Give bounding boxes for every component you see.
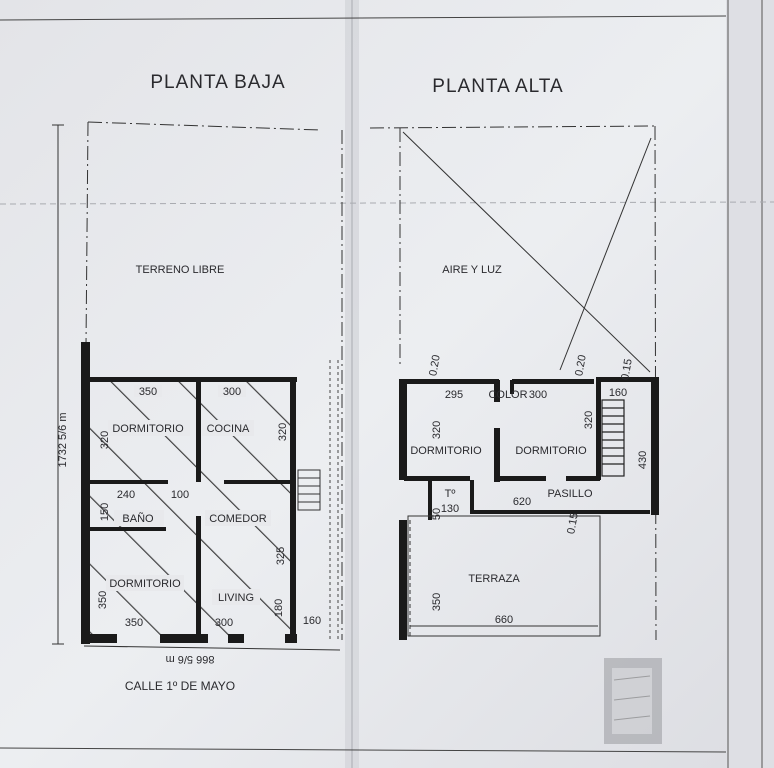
pa-stair [601,399,625,477]
pb-dim-side: 160 [303,615,321,627]
pb-bano-label: BAÑO [122,512,154,525]
pa-dim-pasillo-width: 620 [513,496,531,508]
pa-dim-right-height: 430 [637,451,649,469]
pb-dim-bano-width: 240 [117,489,135,501]
planta-alta-title: PLANTA ALTA [432,76,563,97]
pb-side-stair [297,469,321,511]
pa-closet-label: COLOR [488,389,527,401]
pb-dim-top-left: 350 [139,386,157,398]
terreno-libre-label: TERRENO LIBRE [136,264,225,276]
pa-toilet-label: Tº [445,488,456,500]
pb-dim-right-upper: 320 [277,423,289,441]
pa-dim-dorm2-height: 320 [583,411,595,429]
bottom-border-line [0,747,727,753]
pb-dim-top-right: 300 [223,386,241,398]
pb-dim-left-lower: 350 [97,591,109,609]
pa-pasillo-label: PASILLO [547,488,592,500]
pa-dim-stair-width: 160 [609,387,627,399]
pa-dormitorio-2-label: DORMITORIO [515,445,587,457]
pa-wall-thickness-2: 0.20 [573,354,589,377]
pa-wall-thickness-1: 0.20 [427,354,443,377]
pa-dim-dorm1-height: 320 [431,421,443,439]
pa-dim-terraza-height: 350 [431,593,443,611]
pb-living-label: LIVING [218,592,254,604]
aire-luz-diagonal-2 [559,137,652,371]
pb-dormitorio-2-label: DORMITORIO [109,578,181,590]
frontage-label: 866 5/6 m [166,653,215,665]
ground-floor-walls [81,342,297,644]
pa-wall-thickness-4: 0.15 [565,512,581,535]
pb-dim-hall-width: 100 [171,489,189,501]
pa-dim-dorm1-width: 295 [445,389,463,401]
stamp-mark [604,658,662,744]
pb-dim-left-upper: 320 [99,431,111,449]
right-margin-strip [726,0,774,768]
pa-dim-terraza-width: 660 [495,614,513,626]
pb-dim-bottom-right: 300 [215,617,233,629]
pa-dim-toilet-height: 50 [431,508,443,520]
pa-dormitorio-1-label: DORMITORIO [410,445,482,457]
frontage-dimension-line [83,645,341,651]
aire-y-luz-label: AIRE Y LUZ [442,264,502,276]
pa-terraza-label: TERRAZA [468,573,520,585]
pa-wall-thickness-3: 0.15 [619,358,635,381]
pb-dim-bano-height: 150 [99,503,111,521]
terraza-outline [407,515,601,637]
pb-dim-comedor-height: 325 [275,547,287,565]
upper-floor-walls [399,377,659,640]
pb-comedor-label: COMEDOR [209,513,267,525]
pb-cocina-label: COCINA [207,423,250,435]
pb-dormitorio-1-label: DORMITORIO [112,423,184,435]
aire-luz-diagonal-1 [402,131,651,373]
street-label: CALLE 1º DE MAYO [125,679,235,693]
pb-dim-bottom-left: 350 [125,617,143,629]
pa-dim-toilet-width: 130 [441,503,459,515]
pa-dim-dorm2-width: 300 [529,389,547,401]
lot-length-label: 1732 5/6 m [57,412,69,467]
pb-dim-living-height: 180 [273,599,285,617]
planta-baja-title: PLANTA BAJA [150,72,285,93]
top-border-line [0,15,727,21]
